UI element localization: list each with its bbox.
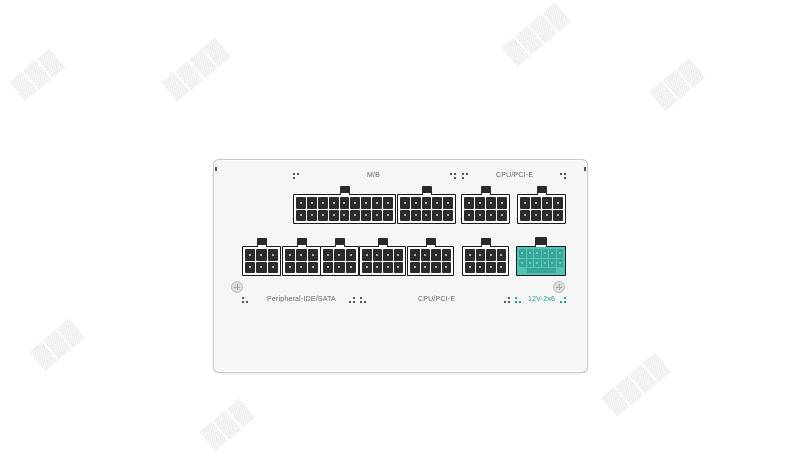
- peripheral-connector-1[interactable]: [242, 238, 281, 276]
- cpu-pcie-connector-top-2[interactable]: [517, 186, 566, 224]
- connector-marker-icon: [242, 297, 248, 303]
- screw-icon: [553, 281, 565, 293]
- mb-24pin-connector-secondary[interactable]: [397, 186, 456, 224]
- peripheral-connector-3[interactable]: [320, 238, 359, 276]
- 12v-2x6-label: 12V-2x6: [528, 296, 556, 303]
- connector-marker-icon: [349, 297, 355, 303]
- sense-pins: [526, 268, 556, 273]
- peripheral-label: Peripheral-IDE/SATA: [267, 296, 336, 303]
- panel-notch: [215, 167, 217, 171]
- connector-marker-icon: [560, 173, 566, 179]
- peripheral-connector-2[interactable]: [282, 238, 321, 276]
- cpu-pcie-connector-bottom-3[interactable]: [462, 238, 509, 276]
- connector-marker-icon: [462, 173, 468, 179]
- connector-marker-icon: [293, 173, 299, 179]
- panel-notch: [584, 167, 586, 171]
- cpu-pcie-bottom-label: CPU/PCI-E: [418, 296, 456, 303]
- cpu-pcie-connector-bottom-2[interactable]: [407, 238, 454, 276]
- connector-marker-icon: [504, 297, 510, 303]
- connector-marker-icon: [450, 173, 456, 179]
- connector-marker-icon: [515, 297, 521, 303]
- mb-24pin-connector-main[interactable]: [293, 186, 396, 224]
- cpu-pcie-top-label: CPU/PCI-E: [496, 172, 534, 179]
- screw-icon: [231, 281, 243, 293]
- mb-label: M/B: [367, 172, 381, 179]
- 12v-2x6-connector[interactable]: [516, 237, 566, 276]
- cpu-pcie-connector-bottom-1[interactable]: [359, 238, 406, 276]
- connector-marker-icon: [360, 297, 366, 303]
- connector-marker-icon: [560, 297, 566, 303]
- cpu-pcie-connector-top-1[interactable]: [461, 186, 510, 224]
